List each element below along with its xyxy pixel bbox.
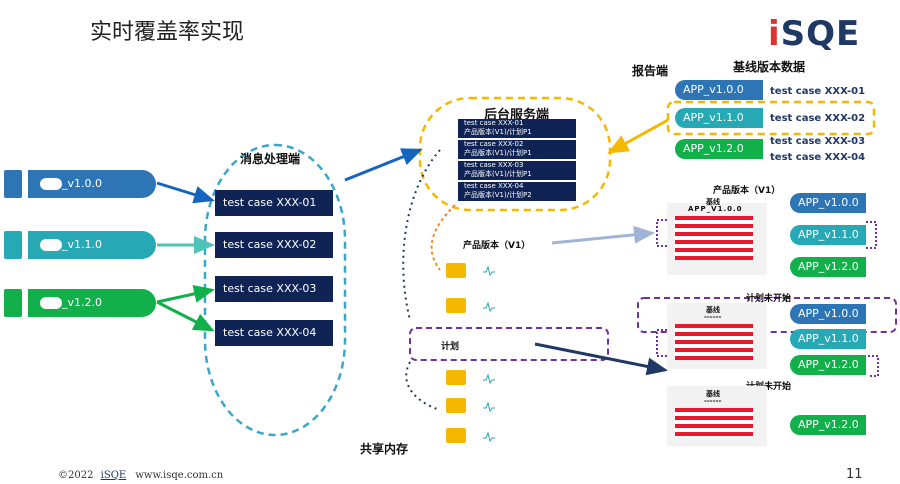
server-icon <box>4 231 22 259</box>
plan2-baseline: 基线 <box>706 390 720 398</box>
plan1-dashes: ------ <box>704 313 722 321</box>
server-icon <box>4 289 22 317</box>
pulse-icons <box>483 265 495 443</box>
app-pill: APP_v1.0.0 <box>790 193 866 213</box>
app-pill: APP_v1.0.0 <box>790 304 866 324</box>
plan-outline <box>409 327 609 361</box>
report-highlight <box>666 100 876 136</box>
baseline-app: APP_V1.0.0 <box>688 205 743 213</box>
prod-title: 产品版本（V1） <box>713 186 781 196</box>
report-title: 报告端 <box>632 64 669 78</box>
baseline-label: 基线 <box>706 198 720 206</box>
report-app: APP_v1.1.0 <box>675 108 763 128</box>
page-number: 11 <box>846 467 863 482</box>
msg-case: test case XXX-04 <box>215 320 333 346</box>
footer-url: www.isqe.com.cn <box>135 470 224 481</box>
app-pill: APP_v1.2.0 <box>790 415 866 435</box>
cloud-icon <box>40 178 62 190</box>
report-case: test case XXX-03 <box>770 136 866 147</box>
app-pill: APP_v1.1.0 <box>790 329 866 349</box>
page-title: 实时覆盖率实现 <box>90 20 245 45</box>
cloud-icon <box>40 297 62 309</box>
plan2-title: 计划未开始 <box>746 382 792 392</box>
plan2-dashes: ------ <box>704 397 722 405</box>
product-version-label: 产品版本（V1） <box>463 241 531 251</box>
baseline-title: 基线版本数据 <box>733 60 806 74</box>
app-pill: APP_v1.1.0 <box>790 225 866 245</box>
plan-group-outline <box>637 297 897 333</box>
report-case: test case XXX-04 <box>770 152 866 163</box>
report-case: test case XXX-02 <box>770 113 866 124</box>
plan1-baseline: 基线 <box>706 306 720 314</box>
folder-icons <box>446 263 466 443</box>
cloud-icon <box>40 239 62 251</box>
coverage-bars <box>675 324 753 360</box>
footer-brand: iSQE <box>100 470 127 481</box>
plan-label: 计划 <box>441 342 460 352</box>
report-app: APP_v1.2.0 <box>675 139 763 159</box>
isqe-logo: iSQE <box>768 14 861 54</box>
app-pill: APP_v1.2.0 <box>790 355 866 375</box>
server-icon <box>4 170 22 198</box>
report-app: APP_v1.0.0 <box>675 80 763 100</box>
client-label: _v1.1.0 <box>28 231 156 259</box>
report-case: test case XXX-01 <box>770 86 866 97</box>
footer: ©2022 iSQE www.isqe.com.cn <box>58 470 224 481</box>
client-label: _v1.0.0 <box>28 170 156 198</box>
msg-case: test case XXX-02 <box>215 232 333 258</box>
msg-handler-title: 消息处理端 <box>240 152 301 166</box>
coverage-bars <box>675 216 753 260</box>
msg-case: test case XXX-01 <box>215 190 333 216</box>
app-pill: APP_v1.2.0 <box>790 257 866 277</box>
client-label: _v1.2.0 <box>28 289 156 317</box>
coverage-bars <box>675 408 753 438</box>
plan1-title: 计划未开始 <box>746 294 792 304</box>
shared-memory-title: 共享内存 <box>360 442 409 456</box>
msg-case: test case XXX-03 <box>215 276 333 302</box>
